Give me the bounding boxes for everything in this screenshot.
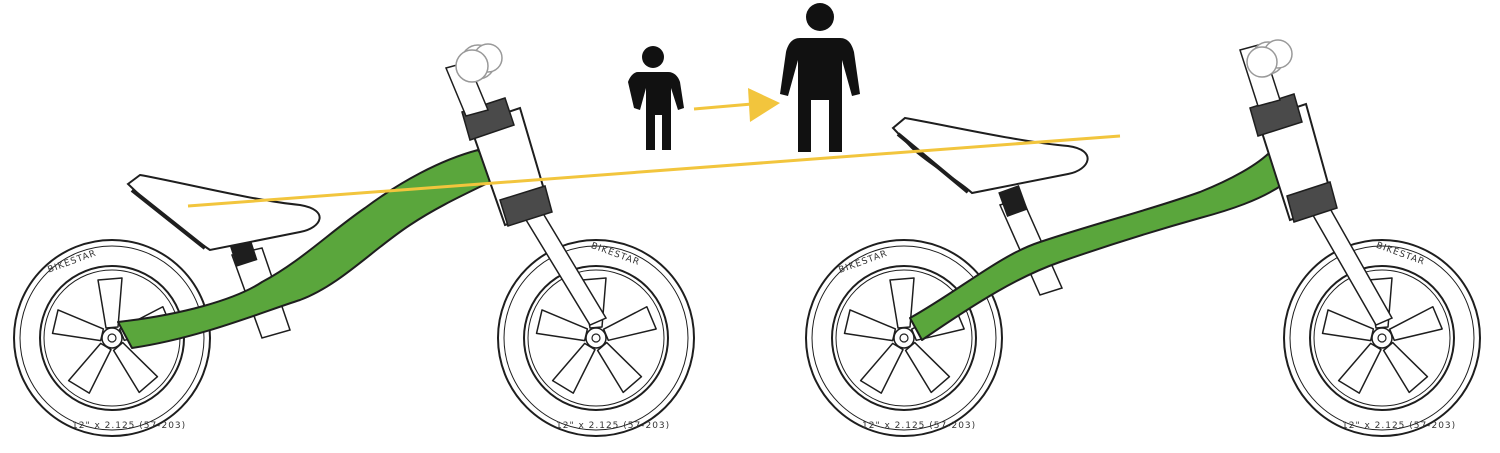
left-bike-front-wheel: BIKESTAR 12" x 2.125 (57-203) [497,239,695,437]
right-handlebar-grip [1246,39,1293,78]
right-bike: BIKESTAR 12" x 2.125 (57-203) BIKESTAR 1… [805,39,1481,437]
left-rear-tire-size: 12" x 2.125 (57-203) [72,421,186,431]
growth-arrow-icon [693,88,780,122]
left-saddle [126,173,321,252]
left-bike: BIKESTAR 12" x 2.125 (57-203) BIKESTAR 1… [13,43,695,437]
right-bike-front-wheel: BIKESTAR 12" x 2.125 (57-203) [1283,239,1481,437]
right-rear-tire-size: 12" x 2.125 (57-203) [862,421,976,431]
left-handlebar-grip [455,43,503,83]
tall-person-icon [780,3,860,152]
right-front-tire-size: 12" x 2.125 (57-203) [1342,421,1456,431]
left-frame [117,149,499,349]
small-child-icon [628,46,684,150]
left-front-tire-size: 12" x 2.125 (57-203) [556,421,670,431]
right-bike-rear-wheel: BIKESTAR 12" x 2.125 (57-203) [805,239,1003,437]
height-comparison-line [187,134,1121,208]
